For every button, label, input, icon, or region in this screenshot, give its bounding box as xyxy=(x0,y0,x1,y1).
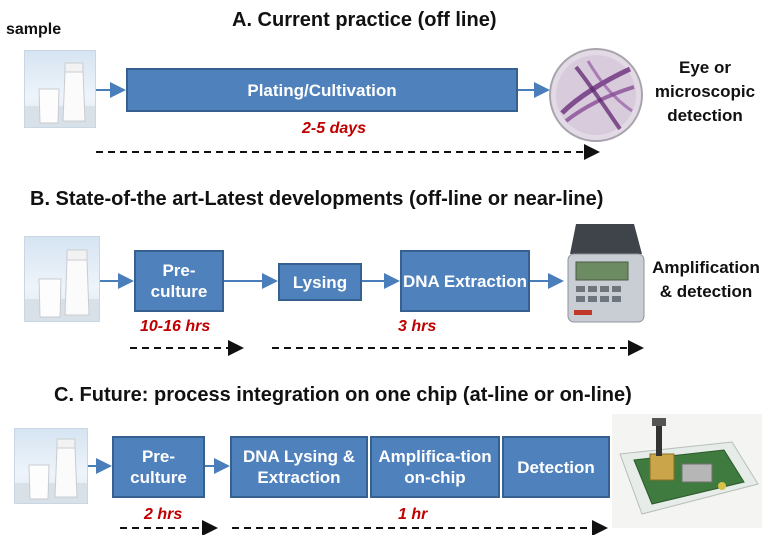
pre-culture-box-b: Pre-culture xyxy=(134,250,224,312)
eye-detection-label: Eye or microscopic detection xyxy=(654,58,756,125)
petri-dish-image xyxy=(548,47,644,143)
pre-culture-box-c: Pre-culture xyxy=(112,436,205,498)
row-c-title: C. Future: process integration on one ch… xyxy=(54,384,632,406)
time-a: 2-5 days xyxy=(302,120,367,137)
lysing-box: Lysing xyxy=(278,263,362,301)
pcr-machine-image xyxy=(564,218,648,326)
plating-cultivation-box: Plating/Cultivation xyxy=(126,68,518,112)
amplification-detection-label: Amplification & detection xyxy=(652,258,760,301)
amplification-on-chip-box: Amplifica-tion on-chip xyxy=(370,436,500,498)
row-b-title: B. State-of-the art-Latest developments … xyxy=(30,188,604,210)
row-a-title: A. Current practice (off line) xyxy=(232,9,497,31)
time-c-1: 2 hrs xyxy=(144,506,183,523)
dna-extraction-box: DNA Extraction xyxy=(400,250,530,312)
time-b-1: 10-16 hrs xyxy=(140,318,211,335)
milk-image-c xyxy=(14,428,88,504)
time-c-2: 1 hr xyxy=(398,506,428,523)
milk-image-a xyxy=(24,50,96,128)
chip-device-image xyxy=(612,414,762,528)
sample-label: sample xyxy=(6,21,62,38)
milk-image-b xyxy=(24,236,100,322)
detection-box: Detection xyxy=(502,436,610,498)
time-b-2: 3 hrs xyxy=(398,318,437,335)
dna-lysing-extraction-box: DNA Lysing & Extraction xyxy=(230,436,368,498)
